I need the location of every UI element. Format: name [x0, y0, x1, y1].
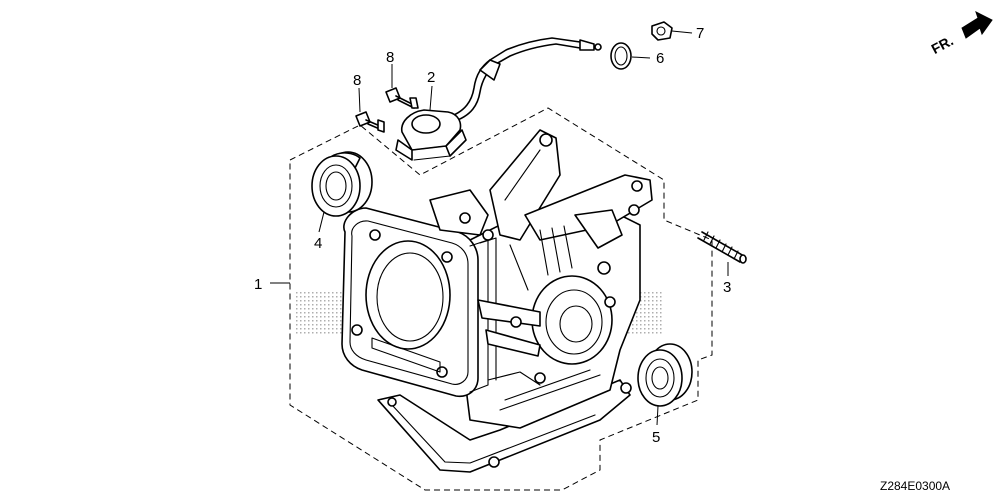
oil-seal-lower-drawing	[637, 343, 693, 407]
oil-sensor-drawing	[395, 37, 602, 161]
callout-7: 7	[696, 25, 704, 42]
callout-5: 5	[652, 429, 660, 446]
callout-1: 1	[254, 276, 262, 293]
callout-2: 2	[427, 69, 435, 86]
assembly-outline	[289, 107, 713, 491]
front-arrow-icon	[961, 11, 993, 39]
oil-seal-upper-drawing	[311, 151, 373, 217]
front-direction-indicator: FR.	[928, 11, 993, 57]
diagram-code: Z284E0300A	[880, 479, 950, 493]
callout-8-upper: 8	[386, 49, 394, 66]
o-ring-drawing	[610, 42, 632, 70]
stud-bolt-drawing	[697, 231, 747, 264]
callouts: 1 2 3 4 5 6 7 8 8	[254, 25, 731, 446]
bolt-upper-drawing	[385, 87, 419, 109]
callout-8-lower: 8	[353, 72, 361, 89]
bolt-lower-drawing	[355, 111, 385, 133]
nut-drawing	[651, 21, 673, 41]
front-label: FR.	[928, 32, 955, 57]
callout-6: 6	[656, 50, 664, 67]
callout-4: 4	[314, 235, 322, 252]
crankcase-drawing	[341, 129, 653, 473]
callout-3: 3	[723, 279, 731, 296]
leader-lines	[270, 30, 729, 426]
